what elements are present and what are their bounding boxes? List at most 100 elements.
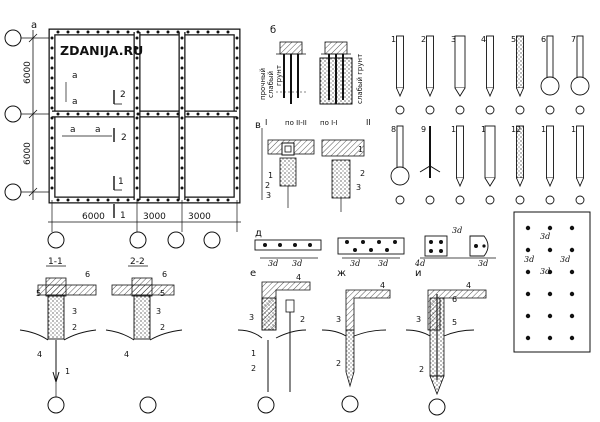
svg-text:3: 3	[416, 315, 421, 324]
pile-type-7: 7	[570, 35, 590, 115]
pile-dot	[66, 30, 70, 34]
pile-dot	[569, 313, 575, 319]
pile-field-frame	[513, 211, 591, 353]
pile-type-1: 1	[391, 35, 405, 115]
pile-dot	[50, 166, 54, 170]
svg-text:3: 3	[156, 307, 161, 316]
pile-dot	[176, 198, 180, 202]
svg-text:6: 6	[162, 270, 167, 279]
svg-text:1: 1	[65, 367, 70, 376]
section-v-pile-cap: в I по II-II 1 2 3 по I-I II 1 2 3	[255, 118, 371, 212]
pile-dot	[135, 36, 139, 40]
pile-dot	[135, 96, 139, 100]
pile-dot	[569, 247, 575, 253]
axis-bubble	[4, 105, 22, 123]
pile-dot	[135, 156, 139, 160]
svg-text:2: 2	[160, 323, 165, 332]
pile-field-plan: 3d 3d 3d 3d	[513, 211, 591, 353]
pile-dot	[116, 30, 120, 34]
pile-dot	[180, 76, 184, 80]
pile-dot	[206, 198, 210, 202]
svg-text:6: 6	[452, 295, 457, 304]
axis-bubble	[47, 231, 65, 249]
pile-dot	[106, 112, 110, 116]
pile-type-9: 9	[419, 125, 441, 205]
pile-dot	[50, 106, 54, 110]
section-2-2-title: 2-2	[130, 257, 145, 267]
pile-dot	[135, 126, 139, 130]
pile-dot	[196, 112, 200, 116]
section-mark-2: 2	[121, 133, 127, 143]
cut-mark-II: II	[366, 118, 371, 127]
svg-text:3d: 3d	[378, 259, 388, 268]
pile-dot	[146, 30, 150, 34]
pile-dot	[525, 335, 531, 341]
callout-3: 3	[266, 191, 271, 200]
section-mark-1: 1	[118, 177, 124, 187]
pile-dot	[56, 198, 60, 202]
pile-dot	[186, 198, 190, 202]
svg-text:3: 3	[336, 315, 341, 324]
pile-dot	[547, 313, 553, 319]
pile-dot	[547, 335, 553, 341]
soil-label-weak-right: слабый грунт	[356, 54, 364, 104]
pile-dot	[569, 335, 575, 341]
pile-dot	[135, 146, 139, 150]
pile-dot	[126, 112, 130, 116]
mark-a: а	[70, 125, 76, 135]
pile-dot	[569, 269, 575, 275]
svg-text:3d: 3d	[268, 259, 278, 268]
callout-2: 2	[265, 181, 270, 190]
pile-dot	[180, 116, 184, 120]
pile-dot	[135, 106, 139, 110]
pile-dot	[86, 30, 90, 34]
pile-type-5: 5	[511, 35, 525, 115]
pile-dot	[116, 198, 120, 202]
pile-dot	[216, 30, 220, 34]
pile-dot	[180, 86, 184, 90]
pile-dot	[135, 46, 139, 50]
section-mark-2: 2	[120, 90, 126, 100]
callout-1: 1	[268, 171, 273, 180]
pile-dot	[226, 30, 230, 34]
section-i-label: и	[415, 268, 422, 279]
pile-dot	[56, 112, 60, 116]
pile-dot	[96, 30, 100, 34]
pile-dot	[146, 112, 150, 116]
pile-dot	[180, 126, 184, 130]
pile-dot	[525, 313, 531, 319]
pile-dot	[235, 136, 239, 140]
pile-dot	[525, 291, 531, 297]
pile-type-13: 13	[541, 125, 555, 205]
svg-text:5: 5	[452, 318, 457, 327]
pile-dot	[50, 36, 54, 40]
dim-6000-horizontal: 6000	[82, 212, 105, 222]
pile-number: 5	[511, 35, 516, 44]
foundation-plan: а 6000 6000 а а а а 2	[4, 20, 241, 249]
pile-type-14: 14	[571, 125, 585, 205]
pile-dot	[116, 112, 120, 116]
pile-dot	[50, 66, 54, 70]
pile-dot	[235, 36, 239, 40]
pile-dot	[66, 198, 70, 202]
pile-dot	[96, 198, 100, 202]
pile-dot	[50, 46, 54, 50]
section-i: и 4 6 5 3 2	[405, 268, 487, 416]
pile-dot	[180, 186, 184, 190]
pile-dot	[86, 198, 90, 202]
pile-number: 7	[571, 35, 576, 44]
pile-dot	[547, 225, 553, 231]
section-zh-label: ж	[337, 268, 346, 279]
section-e-label: е	[250, 268, 256, 279]
svg-text:4: 4	[124, 350, 129, 359]
section-b-label: б	[270, 25, 276, 36]
pile-number: 1	[391, 35, 396, 44]
svg-text:1: 1	[251, 349, 256, 358]
axis-bubble	[257, 396, 275, 414]
dim-3000-b: 3000	[188, 212, 211, 222]
pile-dot	[50, 56, 54, 60]
svg-text:3d: 3d	[452, 226, 462, 235]
callout-2: 2	[360, 169, 365, 178]
pile-dot	[135, 116, 139, 120]
pile-type-8: 8	[390, 125, 410, 205]
